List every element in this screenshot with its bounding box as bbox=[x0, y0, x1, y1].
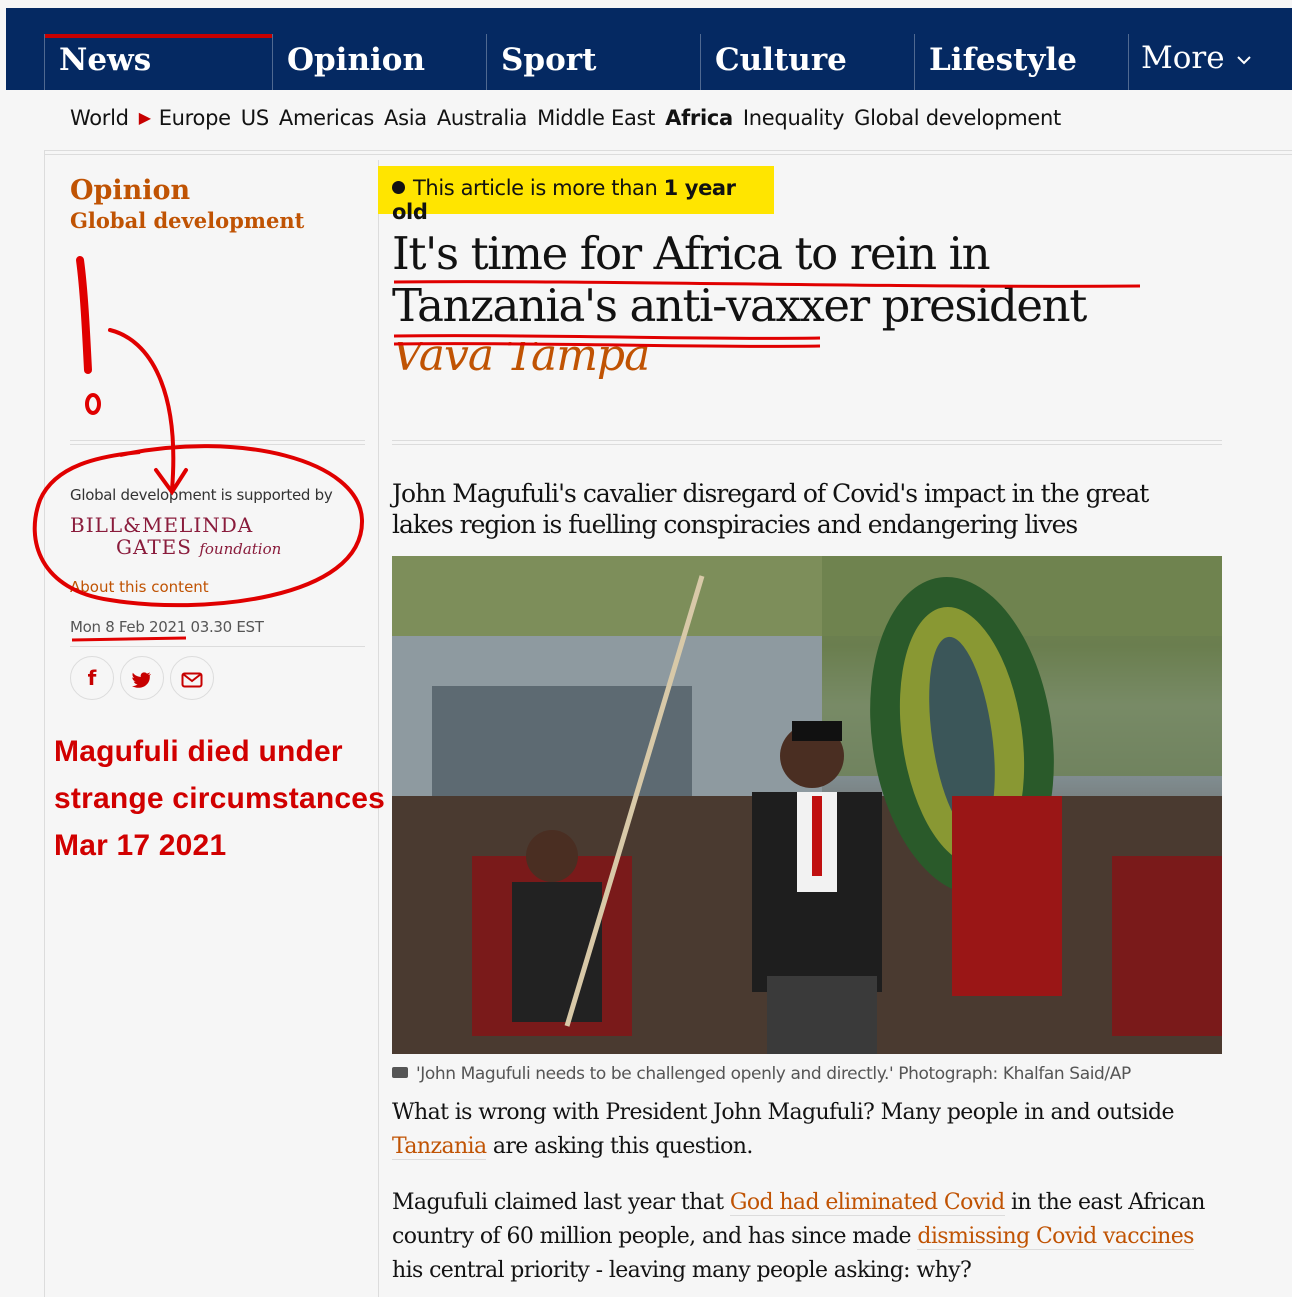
paragraph-text: in the east African country of 60 millio… bbox=[392, 1190, 1205, 1249]
subnav-item-us[interactable]: US bbox=[240, 106, 269, 130]
age-badge-bold: 1 year old bbox=[392, 176, 736, 224]
subnav-item-europe[interactable]: Europe bbox=[158, 106, 231, 130]
nav-more-button[interactable]: More bbox=[1128, 34, 1292, 90]
sub-navigation: World ▶ Europe US Americas Asia Australia Middl… bbox=[70, 106, 1071, 130]
annotation-line-1: Magufuli died under bbox=[54, 735, 343, 768]
chevron-down-icon bbox=[1237, 55, 1252, 64]
triangle-right-icon: ▶ bbox=[138, 108, 151, 127]
god-eliminated-covid-link[interactable]: God had eliminated Covid bbox=[729, 1190, 1005, 1216]
article-kicker: Opinion Global development bbox=[70, 175, 304, 233]
arrow-stroke bbox=[108, 328, 176, 492]
sponsor-logo-line1: BILL&MELINDA bbox=[70, 513, 254, 537]
kicker-series-link[interactable]: Global development bbox=[70, 208, 305, 233]
supported-by-label: Global development is supported by bbox=[70, 486, 333, 504]
article-paragraph-2: Magufuli claimed last year that God had … bbox=[392, 1186, 1222, 1288]
nav-tab-label: Culture bbox=[715, 42, 847, 78]
email-icon bbox=[181, 672, 203, 687]
article-standfirst: John Magufuli's cavalier disregard of Co… bbox=[392, 479, 1149, 539]
share-facebook-button[interactable]: f bbox=[70, 656, 114, 700]
camera-icon bbox=[392, 1066, 408, 1078]
subnav-item-asia[interactable]: Asia bbox=[384, 106, 427, 130]
headline-divider bbox=[392, 440, 1222, 450]
facebook-icon: f bbox=[87, 666, 97, 690]
subnav-item-global-development[interactable]: Global development bbox=[854, 106, 1061, 130]
headline-underline-2 bbox=[393, 334, 821, 340]
article-main-photo[interactable] bbox=[392, 556, 1222, 1054]
nav-tab-news[interactable]: News bbox=[44, 34, 272, 90]
nav-tab-lifestyle[interactable]: Lifestyle bbox=[914, 34, 1128, 90]
sponsor-logo-line2: GATES bbox=[116, 535, 192, 559]
paragraph-text: his central priority - leaving many peop… bbox=[392, 1258, 972, 1283]
photo-illustration bbox=[392, 556, 1222, 1054]
exclamation-stroke bbox=[76, 256, 92, 374]
nav-tab-opinion[interactable]: Opinion bbox=[272, 34, 486, 90]
annotation-line-3: Mar 17 2021 bbox=[54, 829, 227, 862]
subnav-item-inequality[interactable]: Inequality bbox=[742, 106, 845, 130]
paragraph-text: What is wrong with President John Magufu… bbox=[392, 1100, 1175, 1125]
article-byline[interactable]: Vava Tampa bbox=[392, 330, 650, 381]
kicker-section-link[interactable]: Opinion bbox=[70, 175, 191, 206]
annotation-line-2: strange circumstances bbox=[54, 782, 386, 815]
paragraph-text: Magufuli claimed last year that bbox=[392, 1190, 730, 1215]
clock-icon bbox=[392, 180, 405, 194]
main-column-border bbox=[378, 160, 379, 1297]
photo-caption-text: 'John Magufuli needs to be challenged op… bbox=[416, 1064, 1131, 1084]
sidebar-divider bbox=[70, 440, 365, 450]
date-divider bbox=[70, 646, 365, 647]
annotation-note: Magufuli died under strange circumstance… bbox=[54, 728, 385, 869]
top-navigation: News Opinion Sport Culture Lifestyle Mor… bbox=[6, 8, 1292, 90]
paragraph-text: are asking this question. bbox=[486, 1134, 753, 1159]
nav-tab-label: News bbox=[59, 42, 152, 78]
section-divider bbox=[44, 150, 1292, 160]
article-age-badge: This article is more than 1 year old bbox=[378, 166, 774, 224]
exclamation-dot bbox=[85, 393, 101, 415]
subnav-item-world[interactable]: World bbox=[70, 106, 129, 130]
article-headline: It's time for Africa to rein in Tanzania… bbox=[392, 227, 1087, 332]
nav-tab-culture[interactable]: Culture bbox=[700, 34, 914, 90]
photo-caption: 'John Magufuli needs to be challenged op… bbox=[392, 1064, 1131, 1084]
share-twitter-button[interactable]: t bbox=[120, 656, 164, 700]
subnav-item-australia[interactable]: Australia bbox=[436, 106, 528, 130]
nav-more-label: More bbox=[1141, 40, 1225, 76]
subnav-item-africa[interactable]: Africa bbox=[665, 106, 733, 130]
article-date: Mon 8 Feb 2021 03.30 EST bbox=[70, 618, 264, 636]
article-paragraph-1: What is wrong with President John Magufu… bbox=[392, 1096, 1222, 1164]
sponsor-logo-suffix: foundation bbox=[199, 540, 282, 558]
sponsor-logo[interactable]: BILL&MELINDA GATES foundation bbox=[70, 514, 281, 560]
age-badge-prefix: This article is more than bbox=[413, 176, 664, 200]
nav-tab-label: Lifestyle bbox=[929, 42, 1077, 78]
nav-tab-label: Opinion bbox=[287, 42, 425, 78]
nav-tab-label: Sport bbox=[501, 42, 597, 78]
subnav-item-middle-east[interactable]: Middle East bbox=[537, 106, 656, 130]
date-underline-annotation bbox=[71, 636, 187, 642]
tanzania-link[interactable]: Tanzania bbox=[392, 1134, 487, 1160]
twitter-icon bbox=[132, 671, 151, 688]
left-column-border bbox=[44, 150, 45, 1297]
nav-tab-sport[interactable]: Sport bbox=[486, 34, 700, 90]
subnav-item-americas[interactable]: Americas bbox=[278, 106, 375, 130]
dismissing-covid-vaccines-link[interactable]: dismissing Covid vaccines bbox=[917, 1224, 1194, 1250]
about-content-link[interactable]: About this content bbox=[70, 578, 209, 596]
share-email-button[interactable]: @ bbox=[170, 656, 214, 700]
